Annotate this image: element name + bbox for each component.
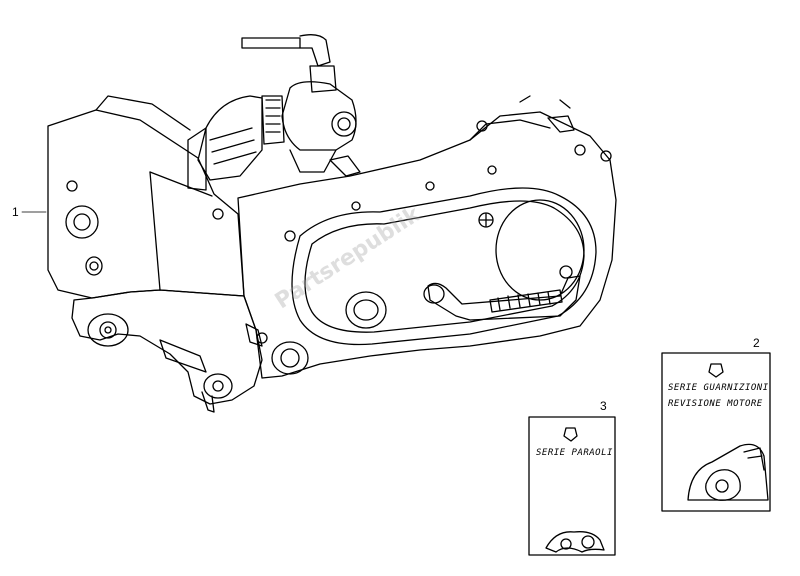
cylinder-head	[187, 95, 263, 191]
logo-emblem	[478, 212, 494, 228]
callout-3: 3	[600, 399, 607, 413]
gasket-kit-label-2: REVISIONE MOTORE	[668, 399, 763, 409]
callout-1: 1	[12, 205, 19, 219]
cooling-shroud	[47, 95, 245, 299]
crankcase	[71, 289, 263, 413]
callout-2: 2	[753, 336, 760, 350]
oil-seal-kit-package: SERIE PARAOLI	[528, 416, 616, 556]
transmission-cover	[237, 95, 617, 379]
gasket-kit-label-1: SERIE GUARNIZIONI	[668, 383, 769, 393]
gasket-kit-package: SERIE GUARNIZIONI REVISIONE MOTORE	[661, 352, 771, 512]
oil-seal-kit-label: SERIE PARAOLI	[536, 448, 613, 458]
kickstart-lever	[423, 265, 581, 321]
carburetor-assembly	[241, 34, 357, 173]
